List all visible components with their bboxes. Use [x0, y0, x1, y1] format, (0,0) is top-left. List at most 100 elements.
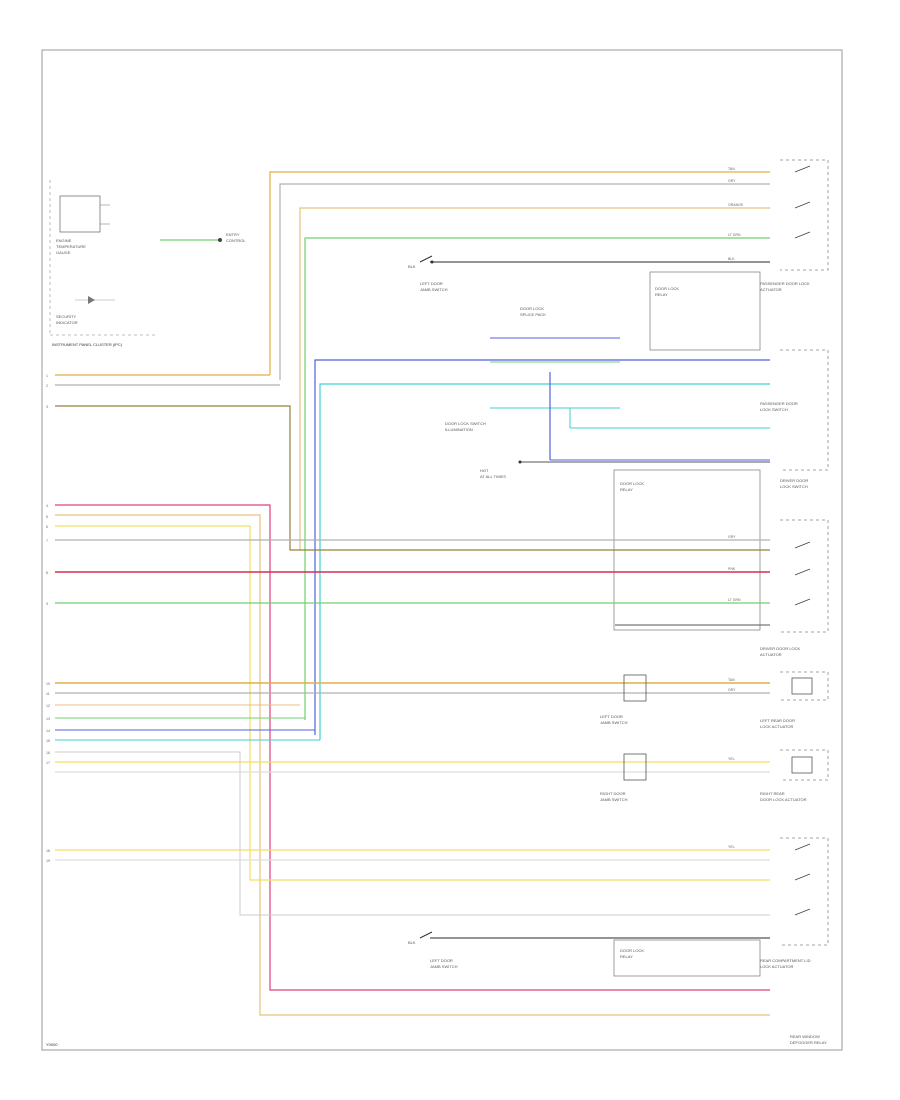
footer-left: Y0000	[46, 1042, 58, 1047]
relay-mid-1: RELAY	[620, 487, 633, 492]
wire-label-orange-top: ORANGE	[728, 203, 744, 207]
rr-switch-0: RIGHT DOOR	[600, 791, 626, 796]
pin-9: 9	[46, 602, 48, 606]
pin-7: 7	[46, 539, 48, 543]
door-lock-relay-top: DOOR LOCK RELAY	[649, 271, 761, 351]
driver-actuator-0: DRIVER DOOR LOCK	[760, 646, 801, 651]
ipc-wire-stubs	[55, 374, 280, 386]
diode-icon	[88, 296, 95, 304]
lr-lock-1: LOCK ACTUATOR	[760, 724, 794, 729]
pin-12: 12	[46, 704, 50, 708]
left-rear-door-connector: LEFT DOOR JAMB SWITCH	[600, 674, 647, 725]
right-rear-door-connector: RIGHT DOOR JAMB SWITCH	[600, 753, 647, 802]
pin-17: 17	[46, 761, 50, 765]
wire-label-tan-low: TAN	[728, 678, 735, 682]
pin-10: 10	[46, 682, 50, 686]
wire-label-ltgrn-top: LT GRN	[728, 233, 741, 237]
panel-caption: INSTRUMENT PANEL CLUSTER (IPC)	[52, 342, 123, 347]
center-lower-0: DOOR LOCK SWITCH	[445, 421, 486, 426]
pin-6: 6	[46, 525, 48, 529]
driver-switch-1: LOCK SWITCH	[780, 484, 808, 489]
wire-label-pnk-mid: PNK	[728, 567, 736, 571]
pin-14: 14	[46, 729, 50, 733]
rear-compartment-lock-actuator: REAR COMPARTMENT LID LOCK ACTUATOR	[760, 837, 829, 969]
passenger-door-lock-actuator: PASSENGER DOOR LOCK ACTUATOR	[760, 159, 829, 292]
hot-at-all-times: HOT AT ALL TIMES	[480, 460, 770, 479]
diagram-frame	[41, 49, 843, 1051]
pin-16: 16	[46, 751, 50, 755]
left-door-jamb-switch: BLK LEFT DOOR JAMB SWITCH	[408, 255, 448, 292]
rr-switch-1: JAMB SWITCH	[600, 797, 628, 802]
ipc-sensor-label-0: SECURITY	[56, 314, 77, 319]
driver-switch-0: DRIVER DOOR	[780, 478, 808, 483]
driver-actuator-1: ACTUATOR	[760, 652, 782, 657]
entry-splice: ENTRY CONTROL	[160, 232, 246, 243]
left-rear-door-lock-actuator: LEFT REAR DOOR LOCK ACTUATOR	[760, 671, 829, 729]
right-rear-door-lock-actuator: RIGHT REAR DOOR LOCK ACTUATOR	[760, 749, 829, 802]
ground-label-top: BLK	[408, 264, 416, 269]
rr-lock-0: RIGHT REAR	[760, 791, 785, 796]
pass-switch-1: LOCK SWITCH	[760, 407, 788, 412]
center-splice-0: DOOR LOCK	[520, 306, 544, 311]
wire-label-ltgrn-mid: LT GRN	[728, 598, 741, 602]
entry-box-1: CONTROL	[226, 238, 246, 243]
wire-label-yel-low: YEL	[728, 757, 735, 761]
pin-5: 5	[46, 515, 48, 519]
wire-label-gry-top: GRY	[728, 179, 736, 183]
bottom-switch-0: LEFT DOOR	[430, 958, 453, 963]
pin-1: 1	[46, 374, 48, 378]
pin-15: 15	[46, 739, 50, 743]
wire-label-yel-low2: YEL	[728, 845, 735, 849]
ipc-gauge-label-0: ENGINE	[56, 238, 72, 243]
rc-lock-1: LOCK ACTUATOR	[760, 964, 794, 969]
relay-top-1: RELAY	[655, 292, 668, 297]
relay-mid-0: DOOR LOCK	[620, 481, 644, 486]
pin-3: 3	[46, 405, 48, 409]
rc-lock-0: REAR COMPARTMENT LID	[760, 958, 811, 963]
pass-actuator-1: ACTUATOR	[760, 287, 782, 292]
center-lower-1: ILLUMINATION	[445, 427, 473, 432]
wire-label-blk-top: BLK	[728, 257, 735, 261]
pin-8: 8	[46, 571, 48, 575]
relay-bot-0: DOOR LOCK	[620, 948, 644, 953]
bottom-switch-1: JAMB SWITCH	[430, 964, 458, 969]
hot-label-0: HOT	[480, 468, 489, 473]
passenger-door-lock-switch: PASSENGER DOOR LOCK SWITCH	[760, 349, 829, 471]
pin-13: 13	[46, 717, 50, 721]
pin-18: 18	[46, 849, 50, 853]
relay-bot-1: RELAY	[620, 954, 633, 959]
driver-door-lock-actuator: DRIVER DOOR LOCK ACTUATOR	[760, 519, 829, 657]
pass-switch-0: PASSENGER DOOR	[760, 401, 798, 406]
wire-label-gry-low: GRY	[728, 688, 736, 692]
pin-11: 11	[46, 692, 50, 696]
left-pins: 1 2 3 4 5 6 7 8 9 10 11 12 13 14 15 16 1…	[46, 374, 50, 863]
ipc-sensor-label-1: INDICATOR	[56, 320, 78, 325]
lr-switch-1: JAMB SWITCH	[600, 720, 628, 725]
wire-label-tan-top: TAN	[728, 167, 735, 171]
relay-top-0: DOOR LOCK	[655, 286, 679, 291]
top-wire-group: TAN GRY ORANGE LT GRN BLK	[269, 167, 770, 720]
mid-wire-group: GRY PNK LT GRN	[55, 405, 770, 1016]
left-door-switch-1: JAMB SWITCH	[420, 287, 448, 292]
ipc-gauge-label-2: GAUGE	[56, 250, 71, 255]
footer-right-1: DEFOGGER RELAY	[790, 1040, 827, 1045]
pin-2: 2	[46, 384, 48, 388]
lr-switch-0: LEFT DOOR	[600, 714, 623, 719]
center-splice-1: SPLICE PACK	[520, 312, 546, 317]
pin-4: 4	[46, 504, 48, 508]
entry-box-0: ENTRY	[226, 232, 240, 237]
door-lock-relay-bottom: DOOR LOCK RELAY BLK LEFT DOOR JAMB SWITC…	[408, 931, 770, 977]
pass-actuator-0: PASSENGER DOOR LOCK	[760, 281, 810, 286]
lr-lock-0: LEFT REAR DOOR	[760, 718, 795, 723]
ipc-block: ENGINE TEMPERATURE GAUGE SECURITY INDICA…	[49, 180, 155, 347]
ground-label-bot: BLK	[408, 940, 416, 945]
engine-temp-gauge	[59, 195, 101, 233]
lower-wire-group: TAN GRY YEL YEL	[55, 678, 770, 916]
ipc-gauge-label-1: TEMPERATURE	[56, 244, 86, 249]
footer-right-0: REAR WINDOW	[790, 1034, 820, 1039]
rr-lock-1: DOOR LOCK ACTUATOR	[760, 797, 807, 802]
hot-label-1: AT ALL TIMES	[480, 474, 506, 479]
pin-19: 19	[46, 859, 50, 863]
left-door-switch-0: LEFT DOOR	[420, 281, 443, 286]
